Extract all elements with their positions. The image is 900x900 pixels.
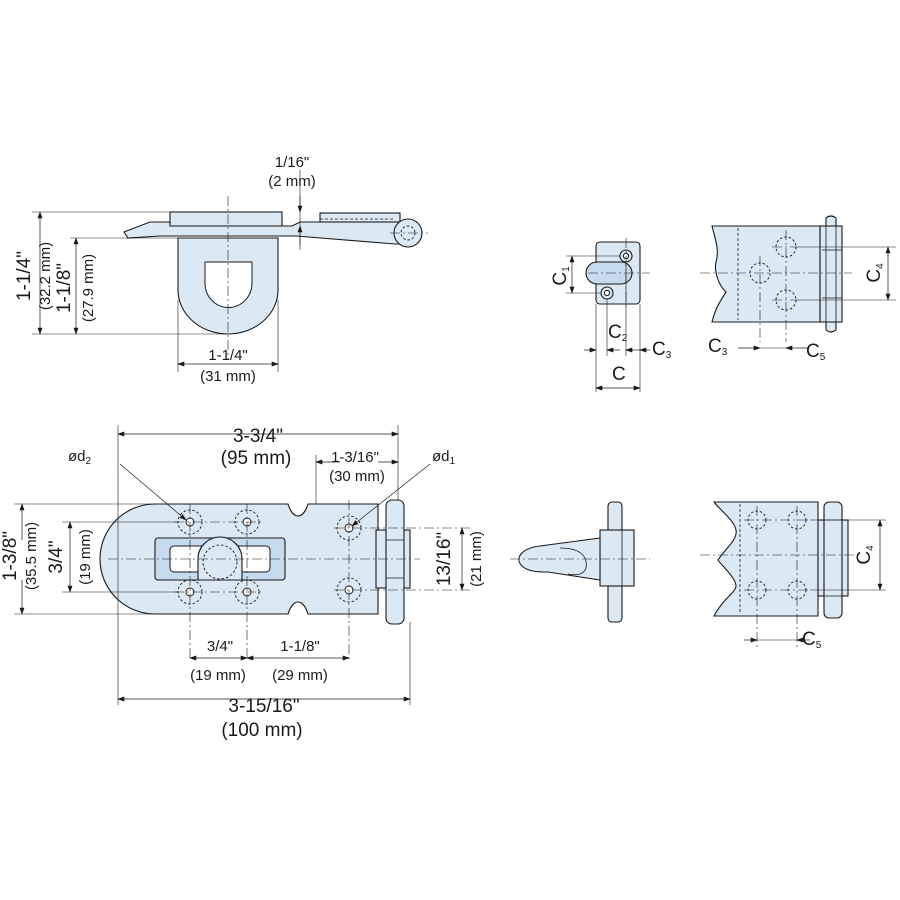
hinge-leaf	[319, 212, 401, 223]
hinge-pin	[385, 499, 405, 625]
side-height2-mm: (27.9 mm)	[80, 254, 97, 322]
staple-base	[169, 211, 283, 227]
right-pitch-inch: 13/16"	[434, 532, 455, 586]
right-pitch-mm: (21 mm)	[468, 531, 485, 587]
total-length-inch: 3-15/16"	[228, 696, 299, 717]
hinge-barrel-top	[819, 225, 843, 323]
hole-pitch-mm: (19 mm)	[77, 529, 94, 585]
d2-label: ød2	[68, 448, 92, 467]
left-spacing-inch: 3/4"	[207, 638, 233, 655]
hinge-offset-mm: (30 mm)	[329, 468, 385, 485]
c3-label-right: C3	[708, 336, 728, 358]
staple-width-inch: 1-1/4"	[208, 347, 248, 364]
mid-spacing-inch: 1-1/8"	[280, 638, 320, 655]
c5-label-bottom: C5	[802, 629, 822, 651]
mid-spacing-mm: (29 mm)	[272, 667, 328, 684]
main-front-view: 3-3/4" (95 mm) 1-3/16" (30 mm) ød2 ød1 1…	[0, 425, 485, 741]
overall-length-inch: 3-3/4"	[233, 426, 283, 447]
plate-height-inch: 1-3/8"	[0, 531, 21, 581]
c2-label: C2	[608, 322, 628, 344]
c3-label: C3	[652, 339, 672, 361]
c5-label-top: C5	[806, 341, 826, 363]
side-height2-inch: 1-1/8"	[54, 263, 75, 313]
d1-label: ød1	[432, 448, 456, 467]
overall-length-mm: (95 mm)	[221, 448, 292, 469]
side-height-mm: (32.2 mm)	[37, 242, 54, 310]
top-thickness-inch: 1/16"	[275, 154, 310, 171]
hinge-offset-inch: 1-3/16"	[331, 449, 379, 466]
left-spacing-mm: (19 mm)	[190, 667, 246, 684]
staple-side-view	[510, 501, 650, 623]
front-view-small: C1 C2 C3 C	[550, 238, 672, 392]
hole-pitch-inch: 3/4"	[46, 540, 67, 573]
side-view: 1/16" (2 mm) 1-1/4" (32.2 mm) 1-1/8" (27…	[14, 154, 428, 385]
c1-label: C1	[550, 266, 572, 286]
c4-label-top: C4	[864, 263, 886, 283]
c4-label-bottom: C4	[854, 545, 876, 565]
total-length-mm: (100 mm)	[221, 720, 302, 741]
staple-width-mm: (31 mm)	[200, 368, 256, 385]
plate-height-mm: (35.5 mm)	[23, 522, 40, 590]
hinge-plate-top	[711, 225, 821, 323]
staple-slot	[204, 261, 253, 308]
top-thickness-mm: (2 mm)	[268, 173, 316, 190]
c-label: C	[612, 364, 626, 385]
hinge-detail-bottom: C4 C5	[700, 501, 886, 651]
side-hinge	[599, 529, 635, 587]
hinge-detail-top: C4 C3 C5	[700, 215, 896, 363]
side-height-inch: 1-1/4"	[14, 251, 35, 301]
